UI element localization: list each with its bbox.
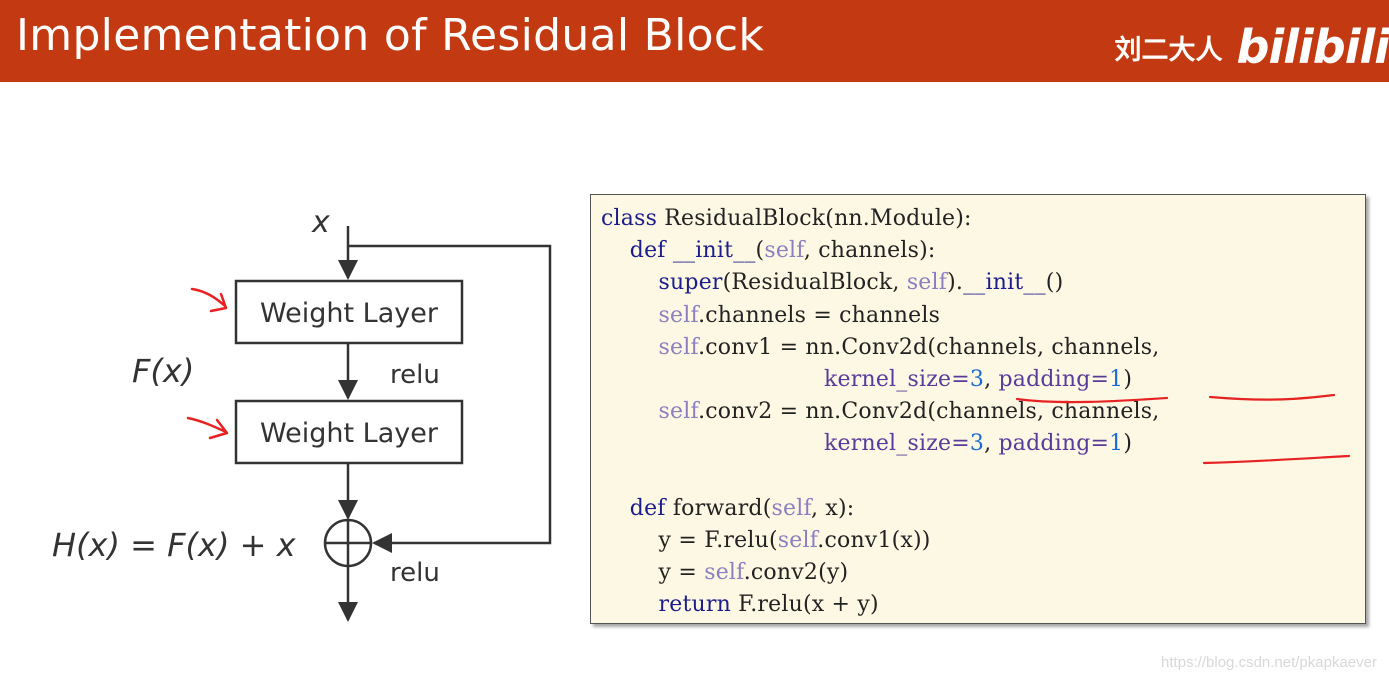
code-token: .conv2 = nn.Conv2d(channels, channels, [698, 399, 1160, 425]
code-line: self.conv1 = nn.Conv2d(channels, channel… [601, 334, 1160, 360]
code-token: __init__ [963, 270, 1046, 296]
title-bar: Implementation of Residual Block 刘二大人 bil… [0, 0, 1389, 82]
code-line: def forward(self, x): [629, 495, 855, 521]
code-token: .channels = channels [698, 302, 941, 328]
code-line: super(ResidualBlock, self).__init__() [658, 270, 1064, 296]
code-token: self [704, 560, 744, 586]
code-token: self [764, 238, 804, 264]
code-token: padding= [998, 367, 1110, 393]
code-listing: class ResidualBlock(nn.Module): def __in… [590, 194, 1366, 624]
fx-label: F(x) [132, 352, 194, 390]
code-line: y = F.relu(self.conv1(x)) [601, 528, 931, 553]
code-token: , x): [811, 495, 855, 521]
slide-title: Implementation of Residual Block [16, 10, 765, 61]
code-line: def __init__(self, channels): [629, 238, 936, 264]
code-line: self.conv2 = nn.Conv2d(channels, channel… [601, 399, 1160, 425]
code-token: F.relu(x + y) [730, 592, 879, 618]
code-token: def [629, 495, 666, 521]
annotation-arrow-1 [190, 287, 228, 313]
code-token: padding= [998, 431, 1110, 457]
code-token: forward [672, 495, 763, 521]
code-token: (ResidualBlock, [722, 270, 907, 296]
code-token: .conv1 = nn.Conv2d(channels, channels, [698, 334, 1160, 360]
weight-layer-2 [234, 399, 464, 465]
code-token: 3 [969, 367, 985, 393]
annotation-arrow-2 [186, 416, 229, 440]
code-token: kernel_size= [824, 431, 970, 457]
code-token: 3 [969, 431, 985, 457]
residual-block-diagram: x Weight Layer relu F(x) Weight Layer H(… [52, 205, 552, 622]
code-token: ResidualBlock [664, 206, 826, 231]
code-token: 1 [1109, 431, 1124, 457]
code-token: self [658, 334, 699, 360]
code-line: kernel_size=3, padding=1) [824, 367, 1133, 393]
code-token: return [658, 592, 731, 618]
code-token: y = [658, 560, 705, 586]
watermark: https://blog.csdn.net/pkapkaever [1161, 654, 1377, 671]
code-token: __init__ [672, 238, 756, 264]
code-token: .conv1(x)) [817, 528, 931, 554]
code-line: y = self.conv2(y) [601, 560, 849, 586]
output-formula: H(x) = F(x) + x [52, 526, 297, 564]
relu1-label: relu [390, 360, 440, 390]
weight-layer-2-label: Weight Layer [260, 418, 439, 449]
code-token: class [601, 206, 658, 231]
code-line: return F.relu(x + y) [601, 592, 879, 617]
bilibili-logo: bilibili [1236, 20, 1389, 74]
code-token: kernel_size= [824, 367, 970, 393]
code-token: self [771, 495, 812, 521]
code-line: class ResidualBlock(nn.Module): [601, 206, 972, 231]
code-token: 1 [1109, 367, 1124, 393]
skip-connection [348, 244, 552, 553]
relu2-label: relu [390, 558, 440, 588]
brand: 刘二大人 bilibili [1115, 20, 1389, 74]
input-label: x [311, 205, 330, 240]
code-token: , channels): [803, 238, 936, 264]
weight-layer-1-label: Weight Layer [260, 298, 439, 329]
code-token: .conv2(y) [743, 560, 849, 586]
code-token: self [658, 399, 699, 425]
code-line: kernel_size=3, padding=1) [824, 431, 1133, 457]
author-name: 刘二大人 [1114, 34, 1223, 66]
code-token: self [777, 528, 818, 554]
code-token: (nn.Module): [825, 206, 972, 231]
code-token: self [658, 302, 699, 328]
sum-node [323, 518, 373, 568]
code-token: def [629, 238, 666, 264]
code-token: y = F.relu( [658, 528, 778, 554]
code-token: super [658, 270, 723, 296]
code-token: self [906, 270, 948, 296]
code-line: self.channels = channels [601, 303, 940, 328]
